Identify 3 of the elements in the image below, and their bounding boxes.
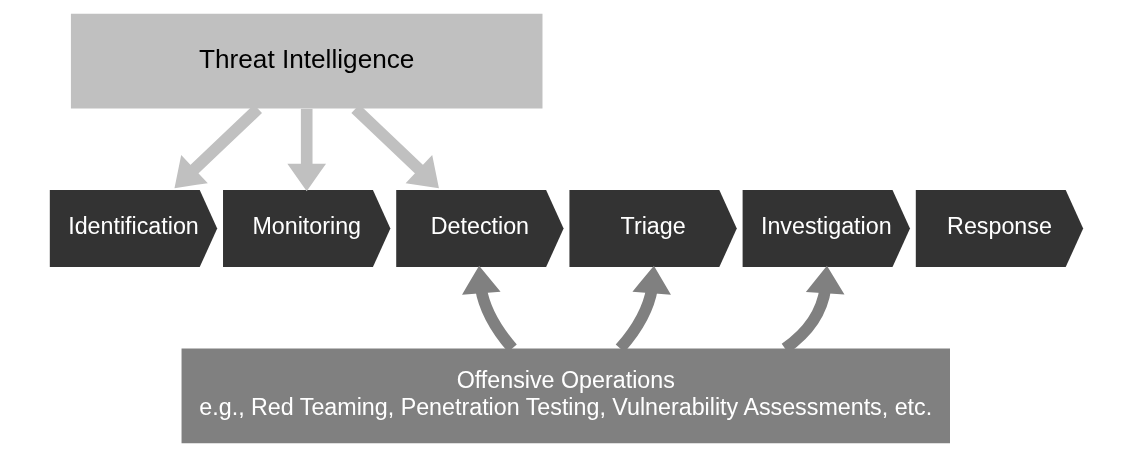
arrow (286, 108, 326, 192)
node-box: Threat Intelligence (70, 13, 542, 109)
node-box: Offensive Operations e.g., Red Teaming, Penetration Testing, Vulnerability Assessments, etc. (181, 348, 950, 444)
